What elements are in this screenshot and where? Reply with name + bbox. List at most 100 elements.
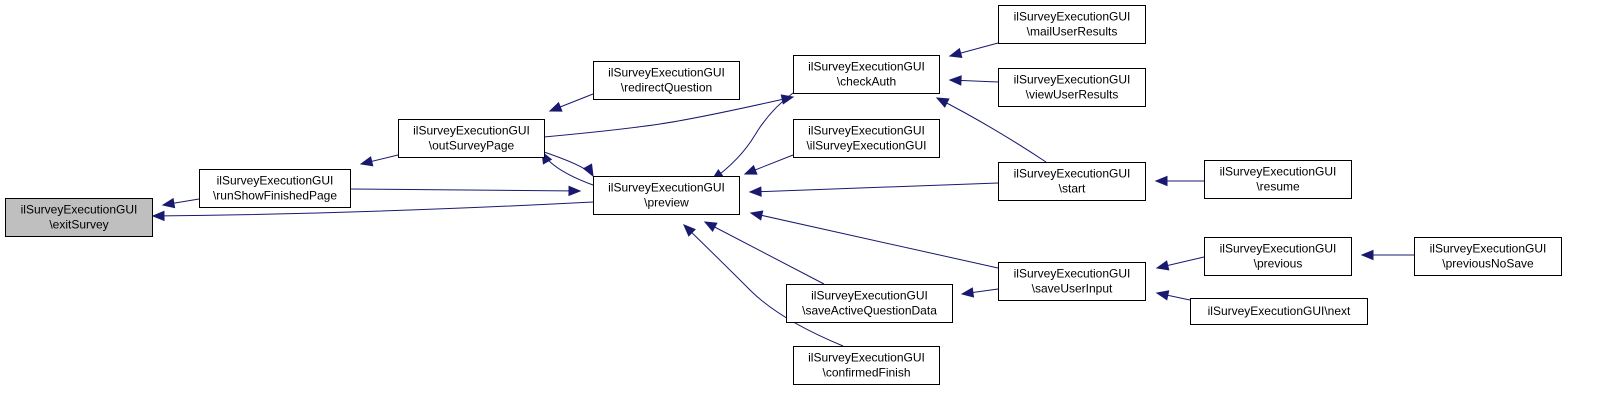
node-start-label-0: ilSurveyExecutionGUI — [1014, 167, 1131, 181]
edge-previousNoSave-to-previous-arrowhead — [1360, 249, 1374, 261]
edge-runShowFinishedPage-to-preview-arrowhead — [568, 185, 582, 197]
node-exitSurvey-label-1: \exitSurvey — [49, 218, 108, 232]
node-next-box — [1190, 298, 1368, 325]
node-saveUserInput[interactable]: ilSurveyExecutionGUI\saveUserInput — [998, 262, 1146, 301]
node-ilSurveyExecutionGUI-box — [793, 119, 940, 158]
node-redirectQuestion-box — [593, 61, 740, 100]
node-resume-label-1: \resume — [1256, 180, 1300, 194]
edge-preview-to-exitSurvey — [151, 201, 594, 222]
node-redirectQuestion-label-1: \redirectQuestion — [621, 81, 712, 95]
node-confirmedFinish-label-0: ilSurveyExecutionGUI — [808, 351, 925, 365]
node-resume[interactable]: ilSurveyExecutionGUI\resume — [1204, 160, 1352, 199]
nodes-layer: ilSurveyExecutionGUI\exitSurveyilSurveyE… — [5, 5, 1562, 385]
node-viewUserResults-box — [998, 68, 1146, 107]
edge-start-to-preview-line — [749, 182, 999, 193]
edge-confirmedFinish-to-preview — [683, 224, 844, 347]
edge-next-to-saveUserInput-arrowhead — [1155, 290, 1170, 301]
edge-mailUserResults-to-checkAuth — [948, 42, 999, 59]
edge-saveActiveQuestionData-to-preview-line — [704, 221, 825, 285]
node-preview[interactable]: ilSurveyExecutionGUI\preview — [593, 176, 740, 215]
node-saveUserInput-label-0: ilSurveyExecutionGUI — [1014, 267, 1131, 281]
node-preview-label-0: ilSurveyExecutionGUI — [608, 181, 725, 195]
edge-previous-to-saveUserInput — [1155, 256, 1205, 271]
node-checkAuth-label-1: \checkAuth — [837, 75, 896, 89]
node-checkAuth[interactable]: ilSurveyExecutionGUI\checkAuth — [793, 55, 940, 94]
node-confirmedFinish-label-1: \confirmedFinish — [822, 366, 910, 380]
node-outSurveyPage-label-0: ilSurveyExecutionGUI — [413, 124, 530, 138]
node-confirmedFinish[interactable]: ilSurveyExecutionGUI\confirmedFinish — [793, 346, 940, 385]
node-next-label-0: ilSurveyExecutionGUI\next — [1208, 304, 1351, 318]
node-outSurveyPage-box — [398, 119, 545, 158]
edge-start-to-checkAuth-line — [936, 97, 1047, 163]
edge-ilSurveyExecutionGUI-to-preview-arrowhead — [743, 164, 758, 175]
node-ilSurveyExecutionGUI-label-0: ilSurveyExecutionGUI — [808, 124, 925, 138]
edge-previous-to-saveUserInput-arrowhead — [1155, 260, 1170, 271]
edge-confirmedFinish-to-preview-arrowhead — [683, 224, 696, 237]
node-viewUserResults-label-1: \viewUserResults — [1026, 88, 1119, 102]
edge-mailUserResults-to-checkAuth-arrowhead — [948, 47, 963, 59]
edge-runShowFinishedPage-to-preview-line — [349, 188, 581, 192]
node-preview-box — [593, 176, 740, 215]
node-runShowFinishedPage-label-0: ilSurveyExecutionGUI — [217, 174, 334, 188]
node-start-label-1: \start — [1059, 182, 1086, 196]
node-viewUserResults[interactable]: ilSurveyExecutionGUI\viewUserResults — [998, 68, 1146, 107]
edge-saveActiveQuestionData-to-preview — [703, 221, 825, 285]
node-outSurveyPage[interactable]: ilSurveyExecutionGUI\outSurveyPage — [398, 119, 545, 158]
node-saveUserInput-box — [998, 262, 1146, 301]
edge-redirectQuestion-to-outSurveyPage-arrowhead — [548, 101, 563, 112]
node-checkAuth-box — [793, 55, 940, 94]
edge-resume-to-start — [1154, 175, 1204, 187]
edge-saveUserInput-to-preview — [749, 210, 999, 269]
edge-ilSurveyExecutionGUI-to-preview — [743, 154, 794, 175]
edge-start-to-preview — [748, 182, 999, 197]
node-saveActiveQuestionData[interactable]: ilSurveyExecutionGUI\saveActiveQuestionD… — [786, 284, 953, 323]
node-resume-label-0: ilSurveyExecutionGUI — [1220, 165, 1337, 179]
node-saveUserInput-label-1: \saveUserInput — [1032, 282, 1113, 296]
edge-outSurveyPage-to-preview-line — [543, 151, 594, 177]
node-mailUserResults-box — [998, 5, 1146, 44]
node-previousNoSave-label-0: ilSurveyExecutionGUI — [1430, 242, 1547, 256]
edge-outSurveyPage-to-preview — [543, 151, 594, 178]
node-exitSurvey[interactable]: ilSurveyExecutionGUI\exitSurvey — [5, 198, 153, 237]
edge-start-to-checkAuth — [935, 97, 1047, 163]
edge-preview-to-exitSurvey-arrowhead — [151, 210, 165, 222]
node-ilSurveyExecutionGUI-label-1: \ilSurveyExecutionGUI — [806, 139, 926, 153]
node-previousNoSave[interactable]: ilSurveyExecutionGUI\previousNoSave — [1414, 237, 1562, 276]
edge-viewUserResults-to-checkAuth — [948, 75, 999, 86]
node-runShowFinishedPage-box — [199, 169, 351, 208]
node-start-box — [998, 162, 1146, 201]
node-next[interactable]: ilSurveyExecutionGUI\next — [1190, 298, 1368, 325]
node-previous[interactable]: ilSurveyExecutionGUI\previous — [1204, 237, 1352, 276]
node-saveActiveQuestionData-label-0: ilSurveyExecutionGUI — [811, 289, 928, 303]
node-previous-box — [1204, 237, 1352, 276]
edge-outSurveyPage-to-runShowFinishedPage — [359, 154, 399, 167]
node-exitSurvey-label-0: ilSurveyExecutionGUI — [21, 203, 138, 217]
edge-runShowFinishedPage-to-exitSurvey — [161, 197, 200, 209]
edge-preview-to-exitSurvey-line — [152, 201, 594, 217]
edge-saveUserInput-to-preview-line — [750, 212, 999, 269]
edge-start-to-preview-arrowhead — [748, 186, 762, 197]
edge-checkAuth-to-preview-line — [711, 92, 794, 181]
node-runShowFinishedPage[interactable]: ilSurveyExecutionGUI\runShowFinishedPage — [199, 169, 351, 208]
edge-saveUserInput-to-saveActiveQuestionData — [960, 287, 999, 298]
node-mailUserResults[interactable]: ilSurveyExecutionGUI\mailUserResults — [998, 5, 1146, 44]
edges-layer — [151, 42, 1414, 347]
node-previous-label-0: ilSurveyExecutionGUI — [1220, 242, 1337, 256]
node-start[interactable]: ilSurveyExecutionGUI\start — [998, 162, 1146, 201]
edge-checkAuth-to-outSurveyPage — [543, 94, 795, 138]
node-mailUserResults-label-1: \mailUserResults — [1027, 25, 1118, 39]
edge-redirectQuestion-to-outSurveyPage — [548, 93, 594, 112]
edge-resume-to-start-arrowhead — [1154, 175, 1168, 187]
edge-runShowFinishedPage-to-exitSurvey-arrowhead — [161, 197, 176, 209]
node-exitSurvey-box — [5, 198, 153, 237]
edge-runShowFinishedPage-to-preview — [349, 185, 582, 197]
node-ilSurveyExecutionGUI[interactable]: ilSurveyExecutionGUI\ilSurveyExecutionGU… — [793, 119, 940, 158]
edge-outSurveyPage-to-runShowFinishedPage-arrowhead — [359, 156, 374, 167]
edge-saveActiveQuestionData-to-preview-arrowhead — [703, 221, 718, 233]
node-previousNoSave-box — [1414, 237, 1562, 276]
node-saveActiveQuestionData-box — [786, 284, 953, 323]
node-redirectQuestion[interactable]: ilSurveyExecutionGUI\redirectQuestion — [593, 61, 740, 100]
edge-confirmedFinish-to-preview-line — [683, 224, 844, 347]
node-preview-label-1: \preview — [644, 196, 689, 210]
